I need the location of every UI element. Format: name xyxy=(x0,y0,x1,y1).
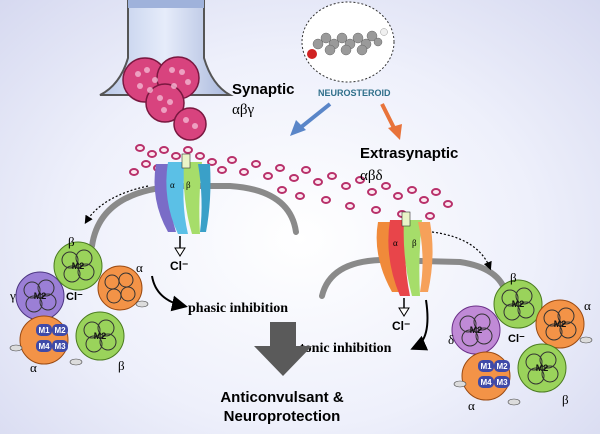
blue-arrow-shaft xyxy=(298,102,332,130)
neurosteroid-inset xyxy=(301,1,395,83)
right-beta2-m2: M2 xyxy=(536,363,549,373)
synaptic-beta-label: β xyxy=(186,180,191,190)
right-alpha-m1: M1 xyxy=(480,362,492,371)
extrasynaptic-beta-label: β xyxy=(412,238,417,248)
neurosteroid-label: NEUROSTEROID xyxy=(318,88,391,98)
left-gamma: γ xyxy=(9,288,16,303)
right-alpha-m2b: M2 xyxy=(496,362,508,371)
right-dotted-arrow xyxy=(431,231,492,271)
extrasynaptic-receptor: α β xyxy=(376,211,433,296)
bound-steroid-marks xyxy=(9,300,593,406)
right-beta-bottom: β xyxy=(562,392,569,407)
left-gamma-m2: M2 xyxy=(34,291,47,301)
outcome-line-1: Anticonvulsant & xyxy=(220,389,344,406)
left-alpha-bottom: α xyxy=(30,360,37,375)
right-alpha-m2: M2 xyxy=(554,319,567,329)
phasic-inhibition-label: phasic inhibition xyxy=(188,301,288,316)
synaptic-cl-arrowhead xyxy=(174,247,186,257)
extrasynaptic-pentamer xyxy=(451,279,585,401)
right-alpha-m3: M3 xyxy=(496,378,508,387)
orange-arrow-head xyxy=(388,124,402,140)
extrasynaptic-cl-label: Cl⁻ xyxy=(392,319,410,333)
left-beta2-m2: M2 xyxy=(94,331,107,341)
left-beta-m2: M2 xyxy=(72,261,85,271)
synaptic-alpha-label: α xyxy=(170,180,175,190)
left-alpha-right: α xyxy=(136,260,143,275)
tonic-inhibition-label: tonic inhibition xyxy=(300,341,392,356)
synaptic-receptor: α β xyxy=(154,153,211,234)
left-alpha-m4: M4 xyxy=(38,342,50,351)
outcome-line-2: Neuroprotection xyxy=(224,408,341,425)
gaba-molecules xyxy=(129,144,453,220)
synaptic-pentamer xyxy=(15,241,143,365)
left-beta-bottom: β xyxy=(118,358,125,373)
right-delta: δ xyxy=(448,332,454,347)
left-alpha-m3: M3 xyxy=(54,342,66,351)
phasic-curved-arrow xyxy=(151,275,188,312)
synaptic-label: Synaptic xyxy=(232,81,295,98)
left-beta-top: β xyxy=(68,234,75,249)
left-alpha-m2: M2 xyxy=(54,326,66,335)
left-alpha-m1: M1 xyxy=(38,326,50,335)
synaptic-subunits: αβγ xyxy=(232,102,254,118)
extrasynaptic-alpha-label: α xyxy=(393,238,398,248)
right-cluster-cl: Cl⁻ xyxy=(508,333,525,345)
synaptic-cl-label: Cl⁻ xyxy=(170,259,188,273)
tonic-curved-arrow xyxy=(410,299,429,351)
extrasynaptic-subunits: αβδ xyxy=(360,168,383,184)
right-alpha-m4: M4 xyxy=(480,378,492,387)
blue-arrow-head xyxy=(290,120,306,136)
outcome-arrow xyxy=(254,322,312,376)
right-beta-top: β xyxy=(510,270,517,285)
left-dotted-arrow xyxy=(84,185,149,225)
right-delta-m2: M2 xyxy=(470,325,483,335)
extrasynaptic-label: Extrasynaptic xyxy=(360,145,458,162)
left-cluster-cl: Cl⁻ xyxy=(66,291,83,303)
extrasynaptic-cl-arrowhead xyxy=(398,307,410,317)
right-alpha-bottom: α xyxy=(468,398,475,413)
right-beta-m2: M2 xyxy=(512,299,525,309)
right-alpha-right: α xyxy=(584,298,591,313)
orange-arrow-shaft xyxy=(380,103,396,129)
vesicle-cluster xyxy=(122,56,207,141)
